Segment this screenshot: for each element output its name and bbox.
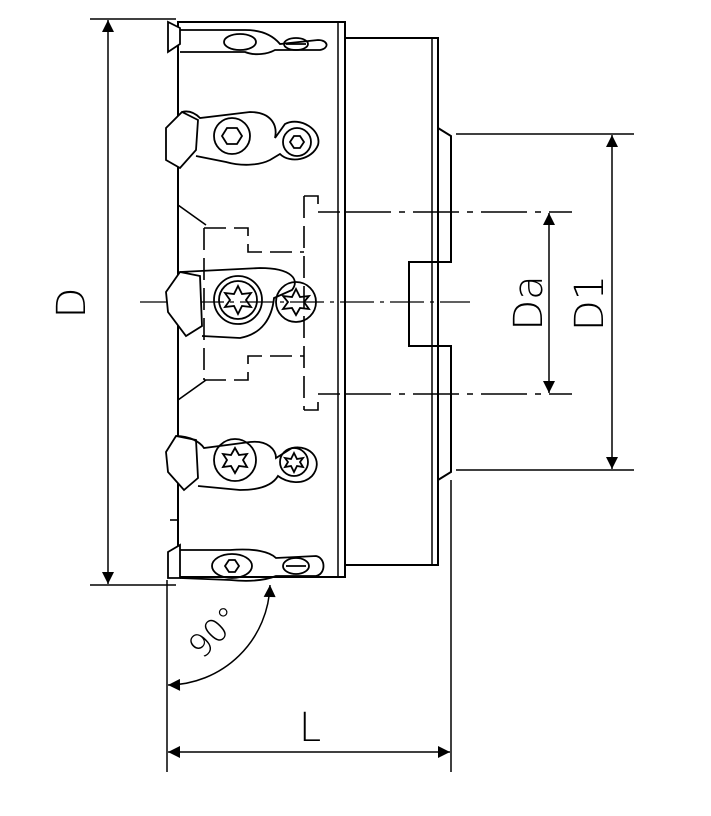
dimension-D1	[456, 133, 634, 471]
dimension-D	[90, 18, 176, 586]
clamp-screw-icon	[213, 117, 251, 155]
insert-pocket-center	[165, 267, 317, 339]
dimension-label-D: D	[49, 288, 95, 319]
insert-pocket-3	[165, 434, 318, 492]
dimension-label-D1: D1	[567, 275, 613, 331]
hidden-lines	[203, 195, 345, 411]
insert-pocket-1	[165, 110, 320, 170]
clamp-screw-icon	[213, 438, 257, 482]
screw-icon	[279, 447, 309, 477]
pilot-spigot	[408, 127, 452, 481]
front-face-chamfers	[170, 204, 207, 521]
clamp-screw-icon	[213, 275, 263, 325]
screw-icon	[282, 127, 312, 157]
insert-pocket-bottom-partial	[167, 543, 325, 582]
angle-label: 90°	[181, 599, 248, 666]
dimension-Da	[345, 211, 572, 395]
dimension-label-Da: Da	[506, 275, 552, 330]
insert-pocket-top-partial	[167, 20, 328, 56]
screw-icon	[275, 281, 317, 323]
dimension-label-L: L	[299, 705, 321, 751]
angle-dimension	[167, 584, 276, 691]
dimension-L	[166, 480, 452, 772]
